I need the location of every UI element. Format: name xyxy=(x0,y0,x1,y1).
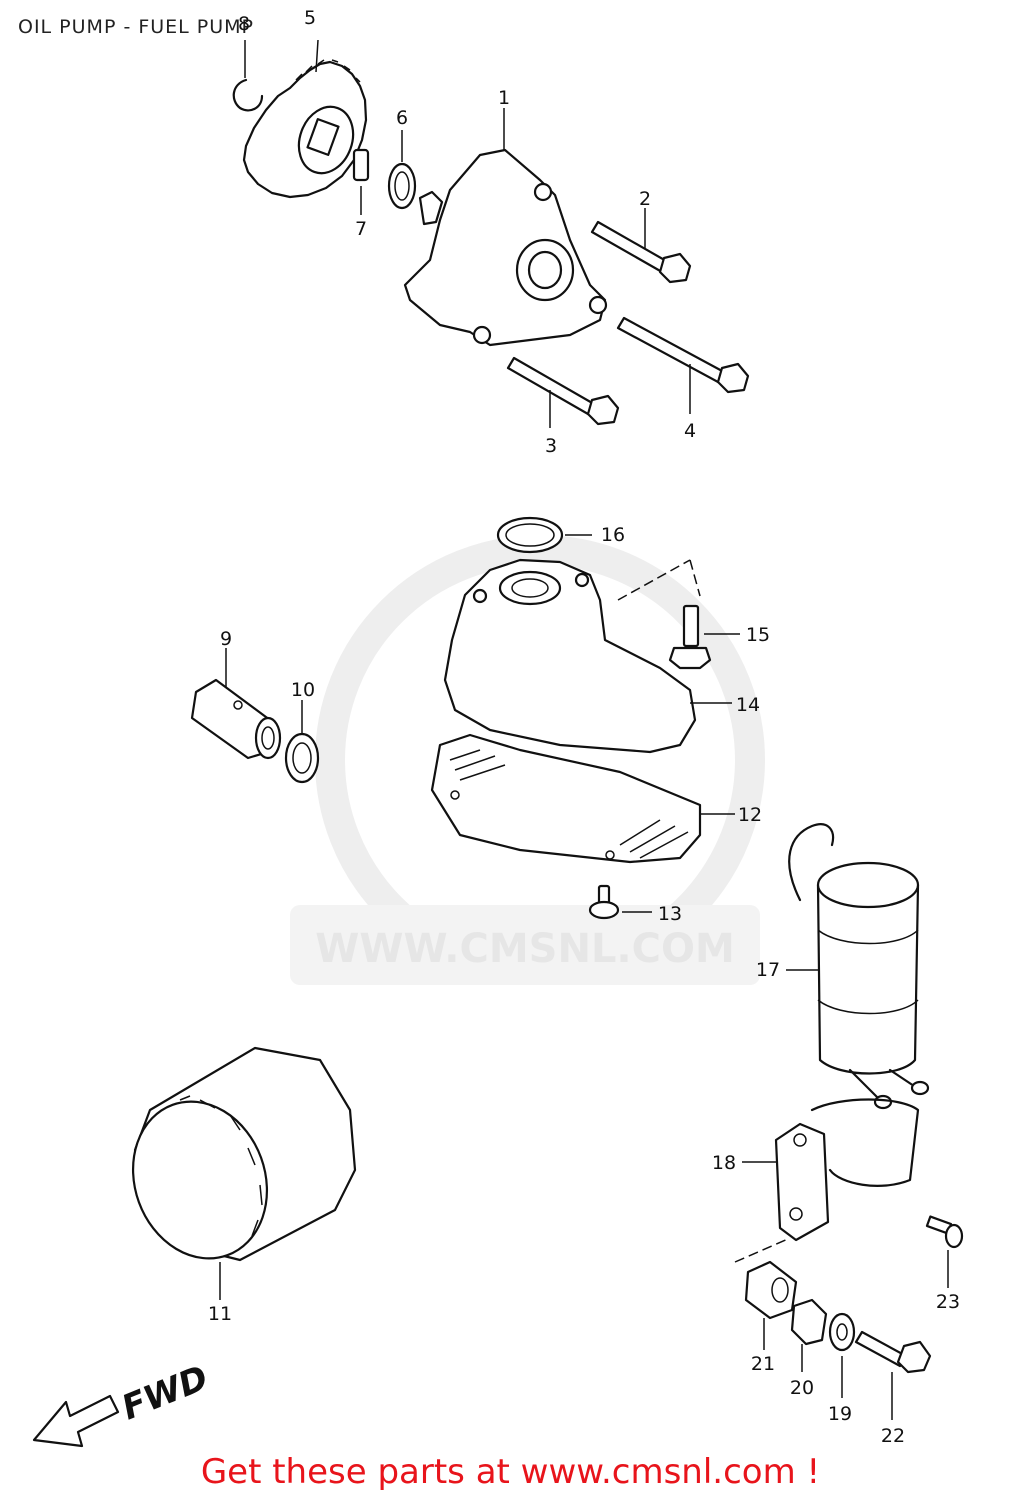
part-bolt-3[interactable] xyxy=(506,356,620,428)
part-label-16[interactable]: 16 xyxy=(601,524,625,546)
part-fuel-pump[interactable] xyxy=(786,823,930,1110)
part-label-23[interactable]: 23 xyxy=(936,1291,960,1313)
part-oil-pump-body[interactable] xyxy=(403,108,608,347)
part-oring-small[interactable] xyxy=(387,130,417,210)
part-label-13[interactable]: 13 xyxy=(658,903,682,925)
part-label-6[interactable]: 6 xyxy=(396,107,408,129)
part-label-17[interactable]: 17 xyxy=(756,959,780,981)
part-label-22[interactable]: 22 xyxy=(881,1425,905,1447)
part-label-8[interactable]: 8 xyxy=(238,13,250,35)
part-washer-10[interactable] xyxy=(284,700,320,784)
part-label-19[interactable]: 19 xyxy=(828,1403,852,1425)
part-bolt-15[interactable] xyxy=(668,604,740,670)
part-label-4[interactable]: 4 xyxy=(684,420,696,442)
part-circlip[interactable] xyxy=(232,40,264,112)
part-screw-13[interactable] xyxy=(588,884,652,920)
part-label-3[interactable]: 3 xyxy=(545,435,557,457)
part-washer-19[interactable] xyxy=(828,1312,856,1398)
part-bolt-4[interactable] xyxy=(616,316,750,414)
part-fuel-pump-bracket[interactable] xyxy=(742,1098,920,1242)
part-oring-16[interactable] xyxy=(496,516,592,554)
part-collar-20[interactable] xyxy=(790,1298,828,1372)
part-oil-pressure-fitting[interactable] xyxy=(190,648,282,760)
part-label-5[interactable]: 5 xyxy=(304,7,316,29)
part-label-15[interactable]: 15 xyxy=(746,624,770,646)
forward-arrow-icon xyxy=(32,1394,120,1448)
part-screw-23[interactable] xyxy=(925,1215,964,1288)
part-bolt-2[interactable] xyxy=(590,208,692,284)
part-label-12[interactable]: 12 xyxy=(738,804,762,826)
part-bolt-22[interactable] xyxy=(854,1330,932,1420)
exploded-parts-diagram: WWW.CMSNL.COM xyxy=(32,7,964,1448)
part-label-2[interactable]: 2 xyxy=(639,188,651,210)
part-label-9[interactable]: 9 xyxy=(220,628,232,650)
diagram-title: OIL PUMP - FUEL PUMP xyxy=(18,16,255,38)
part-label-1[interactable]: 1 xyxy=(498,87,510,109)
part-label-21[interactable]: 21 xyxy=(751,1353,775,1375)
forward-label: FWD xyxy=(116,1358,213,1428)
part-label-14[interactable]: 14 xyxy=(736,694,760,716)
forward-direction-indicator: FWD xyxy=(32,1358,214,1448)
part-label-10[interactable]: 10 xyxy=(291,679,315,701)
part-label-7[interactable]: 7 xyxy=(355,218,367,240)
part-pin[interactable] xyxy=(352,148,370,215)
part-grommet-21[interactable] xyxy=(734,1237,798,1350)
part-label-18[interactable]: 18 xyxy=(712,1152,736,1174)
part-label-20[interactable]: 20 xyxy=(790,1377,814,1399)
part-oil-filter[interactable] xyxy=(112,1046,357,1300)
footer-cta-link[interactable]: Get these parts at www.cmsnl.com ! xyxy=(200,1452,821,1492)
part-label-11[interactable]: 11 xyxy=(208,1303,232,1325)
part-gear[interactable] xyxy=(242,39,368,199)
watermark-text: WWW.CMSNL.COM xyxy=(315,926,735,972)
part-strainer-housing[interactable] xyxy=(443,558,732,754)
part-strainer-screen[interactable] xyxy=(430,733,735,864)
part-number-labels: 1 2 3 4 5 6 7 8 9 10 11 12 13 14 15 16 1… xyxy=(208,7,960,1447)
